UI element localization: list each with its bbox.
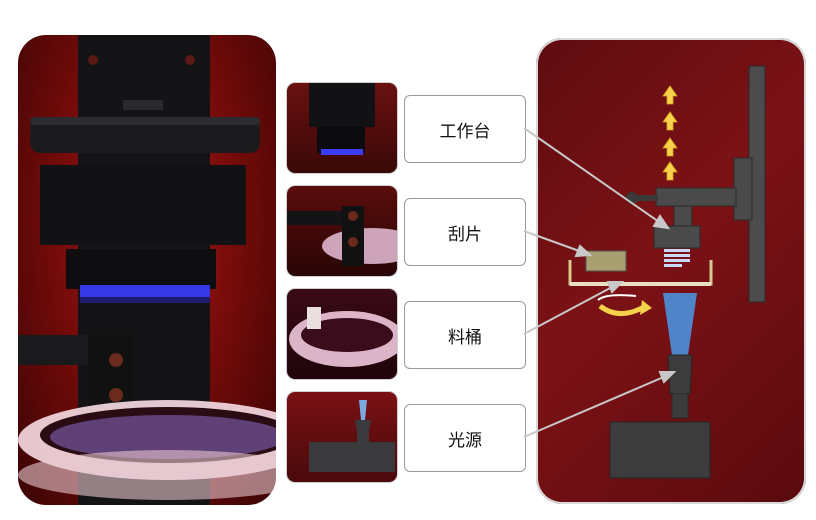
- thumb-vat: [287, 289, 397, 379]
- thumb-platform: [287, 83, 397, 173]
- machine-crossbar: [30, 117, 260, 153]
- build-platform: [653, 225, 701, 249]
- upward-arrows: [662, 85, 678, 181]
- label-platform: 工作台: [404, 95, 526, 163]
- schematic-diagram: [536, 38, 806, 504]
- light-beam: [663, 293, 697, 355]
- thumb-wiper: [287, 186, 397, 276]
- wiper: [585, 250, 627, 272]
- machine-photo: [18, 35, 276, 505]
- thumb-light-source: [287, 392, 397, 482]
- label-light-source: 光源: [404, 404, 526, 472]
- rotation-arrow: [598, 303, 644, 316]
- label-wiper: 刮片: [404, 198, 526, 266]
- machine-photo-drawing: [18, 35, 276, 505]
- arm: [655, 187, 737, 207]
- projector: [609, 421, 711, 479]
- uv-glow: [80, 285, 210, 297]
- label-vat: 料桶: [404, 301, 526, 369]
